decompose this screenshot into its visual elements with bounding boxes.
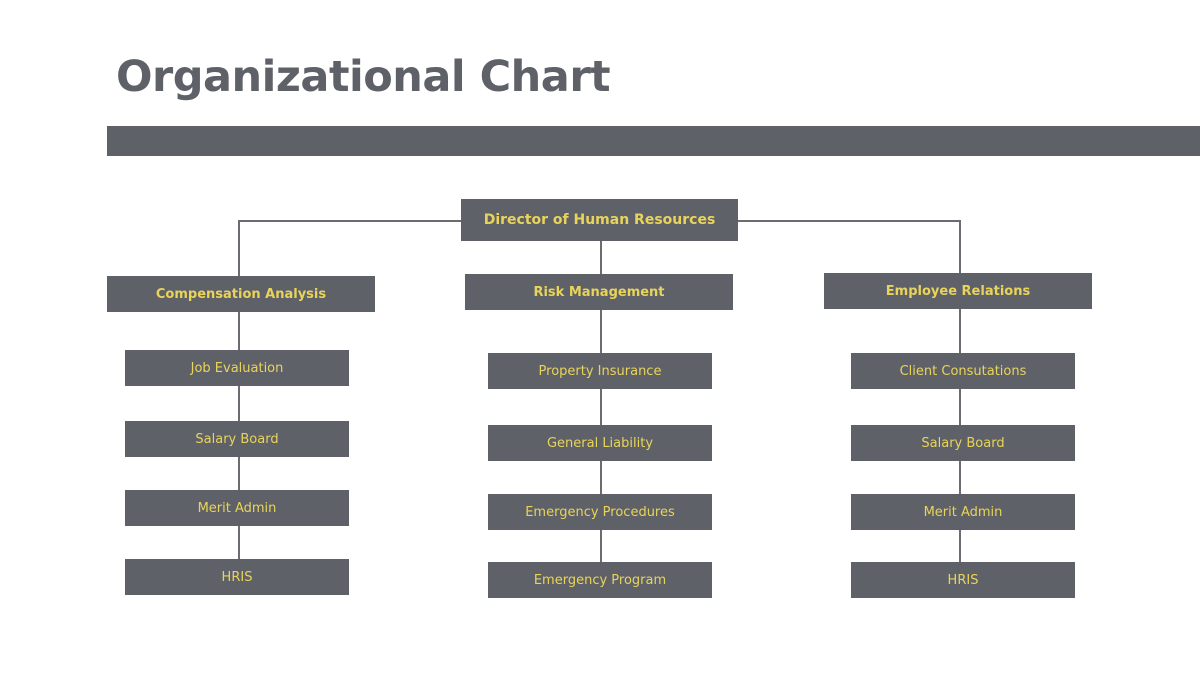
org-node-label: Client Consutations <box>899 363 1027 379</box>
org-node-label: Emergency Program <box>533 572 667 588</box>
org-node-salary-board[interactable]: Salary Board <box>125 421 349 457</box>
title-underline-bar <box>107 126 1200 156</box>
org-node-label: HRIS <box>947 572 979 588</box>
org-node-label: Job Evaluation <box>190 360 284 376</box>
org-node-label: Compensation Analysis <box>155 286 327 302</box>
org-node-label: General Liability <box>546 435 654 451</box>
org-node-merit-admin[interactable]: Merit Admin <box>125 490 349 526</box>
org-node-risk-management[interactable]: Risk Management <box>465 274 733 310</box>
connector-root-left-horizontal <box>239 220 461 222</box>
org-node-emergency-procedures[interactable]: Emergency Procedures <box>488 494 712 530</box>
org-node-label: Director of Human Resources <box>483 212 716 228</box>
org-node-label: Salary Board <box>921 435 1005 451</box>
org-node-director[interactable]: Director of Human Resources <box>461 199 738 241</box>
org-node-emergency-program[interactable]: Emergency Program <box>488 562 712 598</box>
org-node-label: Property Insurance <box>538 363 662 379</box>
org-node-label: HRIS <box>221 569 253 585</box>
connector-to-compensation <box>238 220 240 276</box>
org-node-label: Merit Admin <box>197 500 277 516</box>
org-node-label: Merit Admin <box>923 504 1003 520</box>
org-node-merit-admin-er[interactable]: Merit Admin <box>851 494 1075 530</box>
org-node-compensation-analysis[interactable]: Compensation Analysis <box>107 276 375 312</box>
connector-to-risk-management <box>600 241 602 275</box>
org-node-salary-board-er[interactable]: Salary Board <box>851 425 1075 461</box>
org-node-label: Emergency Procedures <box>525 504 675 520</box>
connector-root-right-horizontal <box>737 220 961 222</box>
org-node-hris[interactable]: HRIS <box>125 559 349 595</box>
org-node-client-consultations[interactable]: Client Consutations <box>851 353 1075 389</box>
org-node-label: Risk Management <box>533 284 665 300</box>
org-node-property-insurance[interactable]: Property Insurance <box>488 353 712 389</box>
org-node-employee-relations[interactable]: Employee Relations <box>824 273 1092 309</box>
org-node-hris-er[interactable]: HRIS <box>851 562 1075 598</box>
org-node-general-liability[interactable]: General Liability <box>488 425 712 461</box>
org-node-label: Employee Relations <box>885 283 1031 299</box>
org-node-job-evaluation[interactable]: Job Evaluation <box>125 350 349 386</box>
org-node-label: Salary Board <box>195 431 279 447</box>
connector-to-employee-relations <box>959 220 961 273</box>
page-title: Organizational Chart <box>116 52 611 102</box>
